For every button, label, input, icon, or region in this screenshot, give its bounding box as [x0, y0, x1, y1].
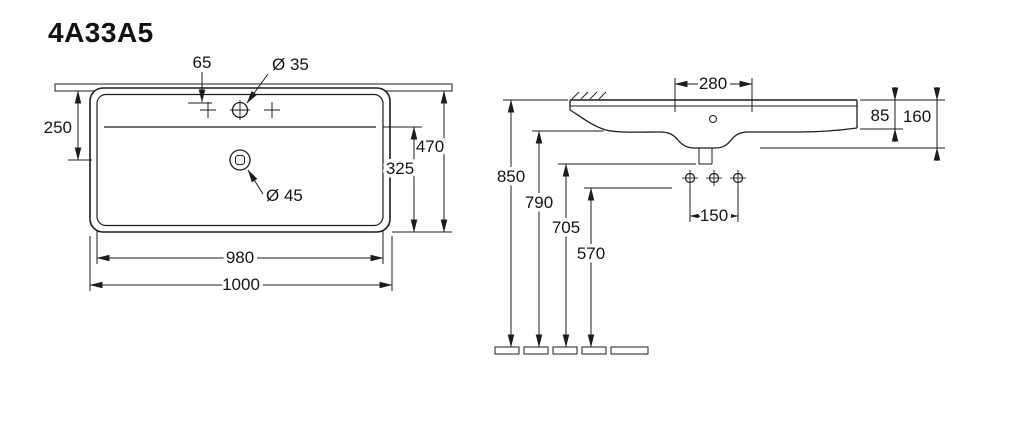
- side-view: 280 85 160: [493, 71, 945, 355]
- dim-height-850: 850: [493, 99, 568, 348]
- fixing-hole-center: [706, 170, 722, 186]
- fixing-hole-right: [730, 170, 746, 186]
- dim-label-overall-depth: 470: [416, 137, 444, 156]
- model-number: 4A33A5: [48, 17, 154, 48]
- dim-label-overall-width: 1000: [222, 275, 260, 294]
- tap-hole: [230, 100, 250, 120]
- alt-tap-hole-right-mark: [264, 102, 280, 118]
- dim-height-570: 570: [573, 187, 672, 348]
- dim-label-tap-spacing: 280: [699, 74, 727, 93]
- basin-inner-edge: [96, 93, 384, 227]
- dim-overall-depth: 470: [392, 90, 452, 233]
- alt-tap-hole-left-mark: [200, 102, 216, 118]
- dim-label-tap-hole-diameter: Ø 35: [272, 55, 309, 74]
- dim-tap-spacing: 280: [674, 71, 753, 112]
- dim-rim-thickness: 85: [860, 87, 945, 142]
- dim-overall-width: 1000: [89, 236, 393, 298]
- fixing-hole-left: [682, 170, 698, 186]
- dim-label-rear-depth: 250: [44, 118, 72, 137]
- dim-height-790: 790: [521, 130, 604, 348]
- dim-bowl-width: 980: [96, 230, 384, 271]
- dim-label-height-790: 790: [525, 193, 553, 212]
- plan-view: 65 Ø 35 250 470 325 Ø 45: [40, 50, 453, 298]
- dim-drain-diameter: Ø 45: [247, 169, 306, 209]
- dim-label-basin-height: 160: [903, 107, 931, 126]
- dim-basin-height: 160: [760, 87, 945, 161]
- floor-section: [494, 346, 649, 355]
- dim-front-depth: 325: [382, 126, 422, 233]
- dim-tap-offset: 65: [188, 50, 215, 104]
- wall-hatch-ticks: [571, 91, 607, 100]
- dim-label-tap-offset: 65: [193, 53, 212, 72]
- drain-hole: [229, 149, 251, 171]
- basin-underside: [569, 109, 858, 149]
- fixing-holes: [682, 170, 746, 186]
- overflow-hole: [709, 115, 717, 123]
- dim-label-fixing-hole-spacing: 150: [700, 206, 728, 225]
- dim-height-705: 705: [548, 163, 696, 348]
- dim-label-rim-thickness: 85: [871, 106, 890, 125]
- drain-stub: [698, 148, 713, 165]
- dim-label-height-850: 850: [497, 167, 525, 186]
- dim-label-height-705: 705: [552, 218, 580, 237]
- dim-rear-depth: 250: [40, 90, 92, 161]
- dim-label-drain-diameter: Ø 45: [266, 186, 303, 205]
- basin-profile: [569, 91, 858, 165]
- dim-fixing-hole-spacing: 150: [689, 186, 739, 229]
- dim-label-bowl-width: 980: [226, 248, 254, 267]
- dim-label-front-depth: 325: [386, 159, 414, 178]
- dim-tap-hole-diameter: Ø 35: [246, 52, 312, 104]
- dim-label-height-570: 570: [577, 244, 605, 263]
